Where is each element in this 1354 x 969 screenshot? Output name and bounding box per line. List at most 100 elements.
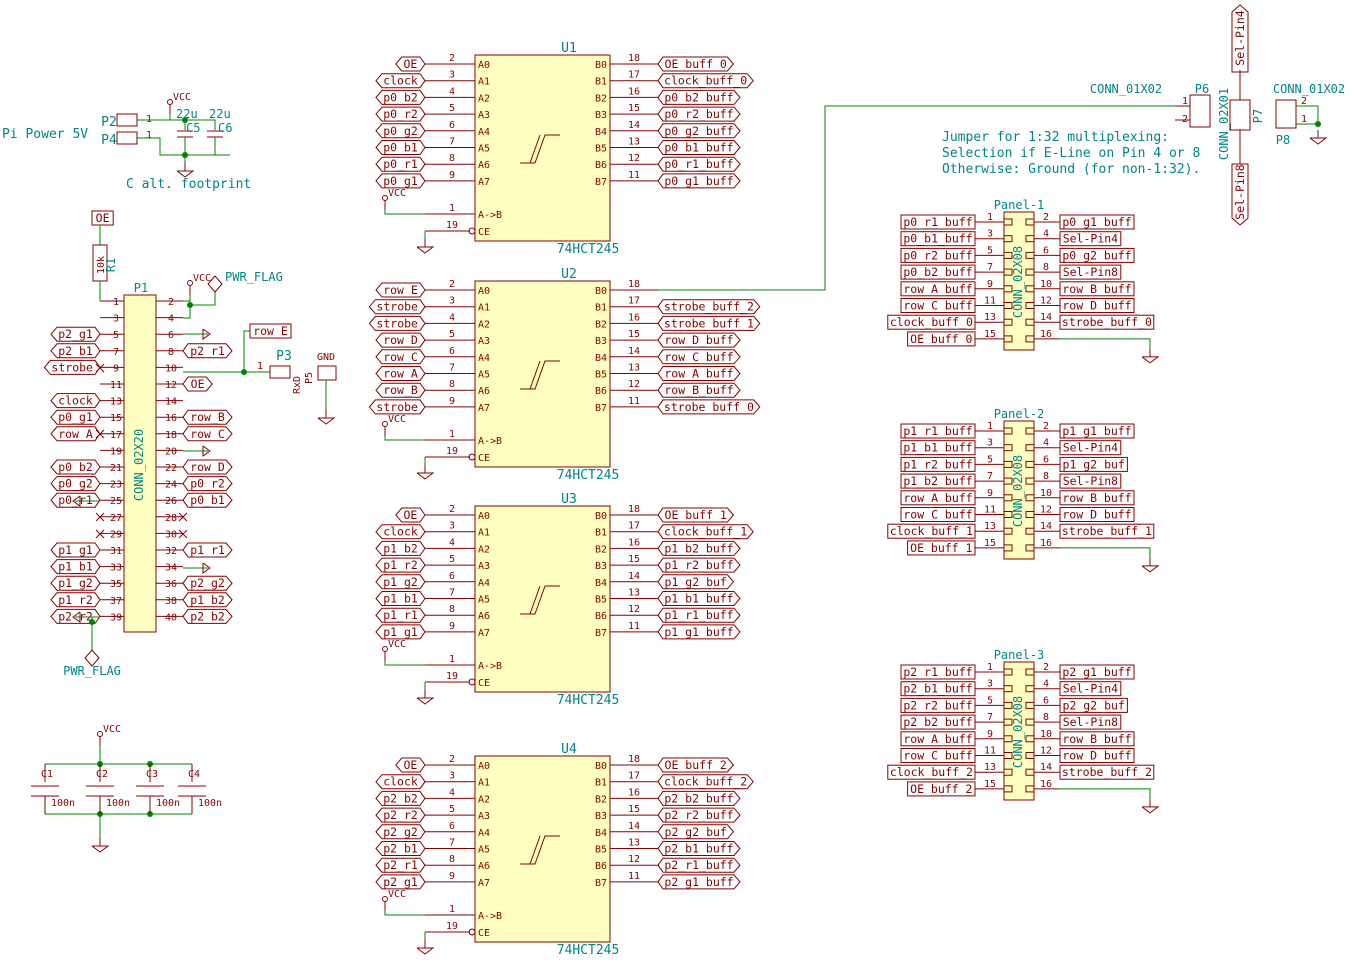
net-label — [657, 349, 741, 365]
pin-pad — [1003, 251, 1013, 259]
junction-dot — [182, 152, 188, 158]
wire — [384, 653, 425, 666]
pin-number: 4 — [168, 314, 174, 325]
net-label-text: row_D_buff — [1062, 749, 1131, 763]
pin-number: 12 — [1040, 296, 1052, 307]
pin-name: A3 — [478, 561, 490, 572]
pin-number: 10 — [1040, 729, 1052, 740]
net-label-text: p1_b1_buff — [903, 441, 972, 455]
schmitt-symbol — [520, 134, 560, 164]
connector-reference: P3 — [276, 349, 292, 364]
chip-value: 74HCT245 — [557, 693, 620, 708]
schmitt-symbol — [520, 835, 560, 865]
net-label-text: p0_r2_buff — [903, 248, 972, 262]
net-label — [900, 697, 976, 713]
vcc-text: VCC — [173, 92, 191, 103]
net-label-text: p2_r1_buff — [664, 858, 733, 872]
inversion-bubble — [468, 453, 476, 461]
net-label — [1231, 163, 1249, 226]
connector-reference: P2 — [101, 115, 117, 130]
pin-number: 1 — [257, 361, 263, 372]
net-label-text: row_B — [383, 383, 418, 397]
pin-number: 8 — [449, 153, 455, 164]
net-label — [50, 575, 101, 591]
net-label-text: OE_buff_1 — [910, 541, 972, 555]
junction-dot — [187, 302, 193, 308]
pin-name: B4 — [595, 578, 607, 589]
power-connector — [116, 131, 138, 145]
net-label-text: p2_r1 — [383, 858, 418, 872]
net-label-text: OE_buff_0 — [665, 57, 727, 71]
pin-number: 8 — [449, 854, 455, 865]
pin-number: 36 — [165, 579, 177, 590]
schmitt-symbol — [529, 835, 541, 865]
pin-name: B5 — [595, 144, 607, 155]
pin-number: 2 — [1043, 421, 1049, 432]
pin-number: 12 — [165, 380, 177, 391]
net-label — [657, 56, 735, 72]
gnd-pad — [317, 365, 337, 381]
jumper-note-line-1: Jumper for 1:32 multiplexing: — [942, 130, 1169, 145]
pin-number: 7 — [987, 712, 993, 723]
pin-name: A6 — [478, 861, 490, 872]
pin-pad — [1003, 685, 1013, 693]
pin-name: B6 — [595, 611, 607, 622]
net-label-text: p0_b2 — [383, 90, 418, 104]
connector-reference: P6 — [1195, 82, 1209, 96]
pin-number: 38 — [165, 596, 177, 607]
net-label — [900, 264, 976, 280]
pwr-flag-symbol — [207, 275, 223, 293]
pin-number: 11 — [110, 380, 122, 391]
capacitor-value: 100n — [51, 798, 75, 809]
pin-number: 40 — [165, 612, 177, 623]
net-label-text: strobe — [376, 316, 418, 330]
pin-name: B3 — [595, 110, 607, 121]
vcc-symbol — [382, 195, 388, 201]
net-label-text: Sel-Pin8 — [1063, 474, 1118, 488]
net-label-text: OE — [403, 758, 417, 772]
pin-number: 11 — [628, 621, 640, 632]
net-label — [900, 456, 976, 472]
pin-pad — [1003, 511, 1013, 518]
pin-number: 4 — [449, 312, 455, 323]
pin-number: 2 — [449, 279, 455, 290]
net-label — [657, 89, 741, 105]
net-label-text: p1_b1 — [383, 592, 418, 606]
pin-pad — [1003, 218, 1013, 226]
pin-number: 3 — [449, 771, 455, 782]
pin-name: B0 — [595, 286, 607, 297]
ground-symbol — [416, 697, 435, 705]
capacitor-reference: C3 — [146, 769, 158, 780]
net-label — [1059, 281, 1135, 297]
net-label-text: Sel-Pin4 — [1063, 232, 1118, 246]
pin-number: 4 — [1043, 438, 1049, 449]
net-label-text: p0_g1 — [58, 410, 93, 424]
net-label-text: p1_r1 — [190, 543, 225, 557]
pin-number: 15 — [984, 329, 996, 340]
net-label-text: OE — [191, 377, 205, 391]
pin-name: B1 — [595, 303, 607, 314]
net-label-text: strobe — [376, 300, 418, 314]
net-label — [657, 790, 741, 806]
ground-symbol — [317, 417, 336, 425]
pin-number: 34 — [165, 563, 177, 574]
pin-number: 7 — [449, 137, 455, 148]
c-alt-text: C alt. footprint — [126, 177, 251, 192]
net-label-text: p2_g2 — [383, 825, 418, 839]
ground-symbol — [176, 170, 195, 178]
net-label-text: p1_g2 — [58, 576, 93, 590]
pin-number: 15 — [110, 413, 122, 424]
pin-number: 1 — [449, 904, 455, 915]
net-label — [375, 349, 426, 365]
pin-number: 1 — [449, 429, 455, 440]
pin-number: 13 — [110, 397, 122, 408]
net-label-text: OE_buff_1 — [665, 508, 727, 522]
net-label — [375, 874, 426, 890]
pin-number: 9 — [987, 729, 993, 740]
net-label — [182, 492, 233, 508]
net-label-text: p1_r2_buff — [903, 457, 972, 471]
net-label — [657, 299, 761, 315]
pin-name: B7 — [595, 628, 607, 639]
pin-name: B6 — [595, 861, 607, 872]
